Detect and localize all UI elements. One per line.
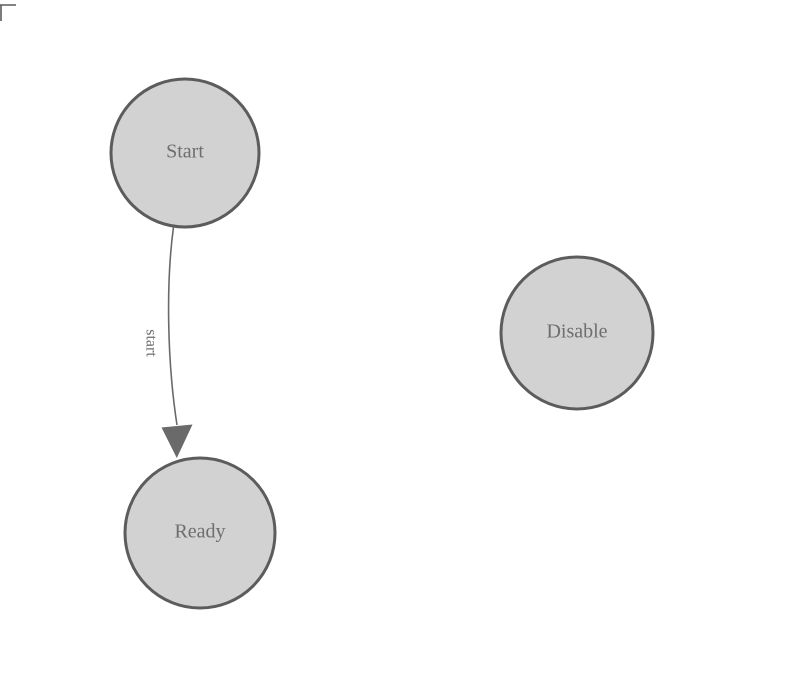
edge-start-to-ready[interactable]: start [142,226,193,458]
state-node-start[interactable]: Start [109,77,261,229]
state-node-start-circle[interactable] [109,77,261,229]
state-node-disable-label: Disable [546,321,607,343]
selection-corner-mark-icon [0,4,16,21]
transition-path-start-to-ready[interactable] [167,226,178,426]
state-node-disable-circle[interactable] [499,255,655,411]
state-node-ready-label: Ready [174,521,225,543]
transition-label-start: start [142,329,159,357]
arrowhead-icon [161,424,193,458]
state-node-ready[interactable]: Ready [123,456,277,610]
state-node-ready-circle[interactable] [123,456,277,610]
state-node-disable[interactable]: Disable [499,255,655,411]
state-node-start-label: Start [166,141,204,163]
